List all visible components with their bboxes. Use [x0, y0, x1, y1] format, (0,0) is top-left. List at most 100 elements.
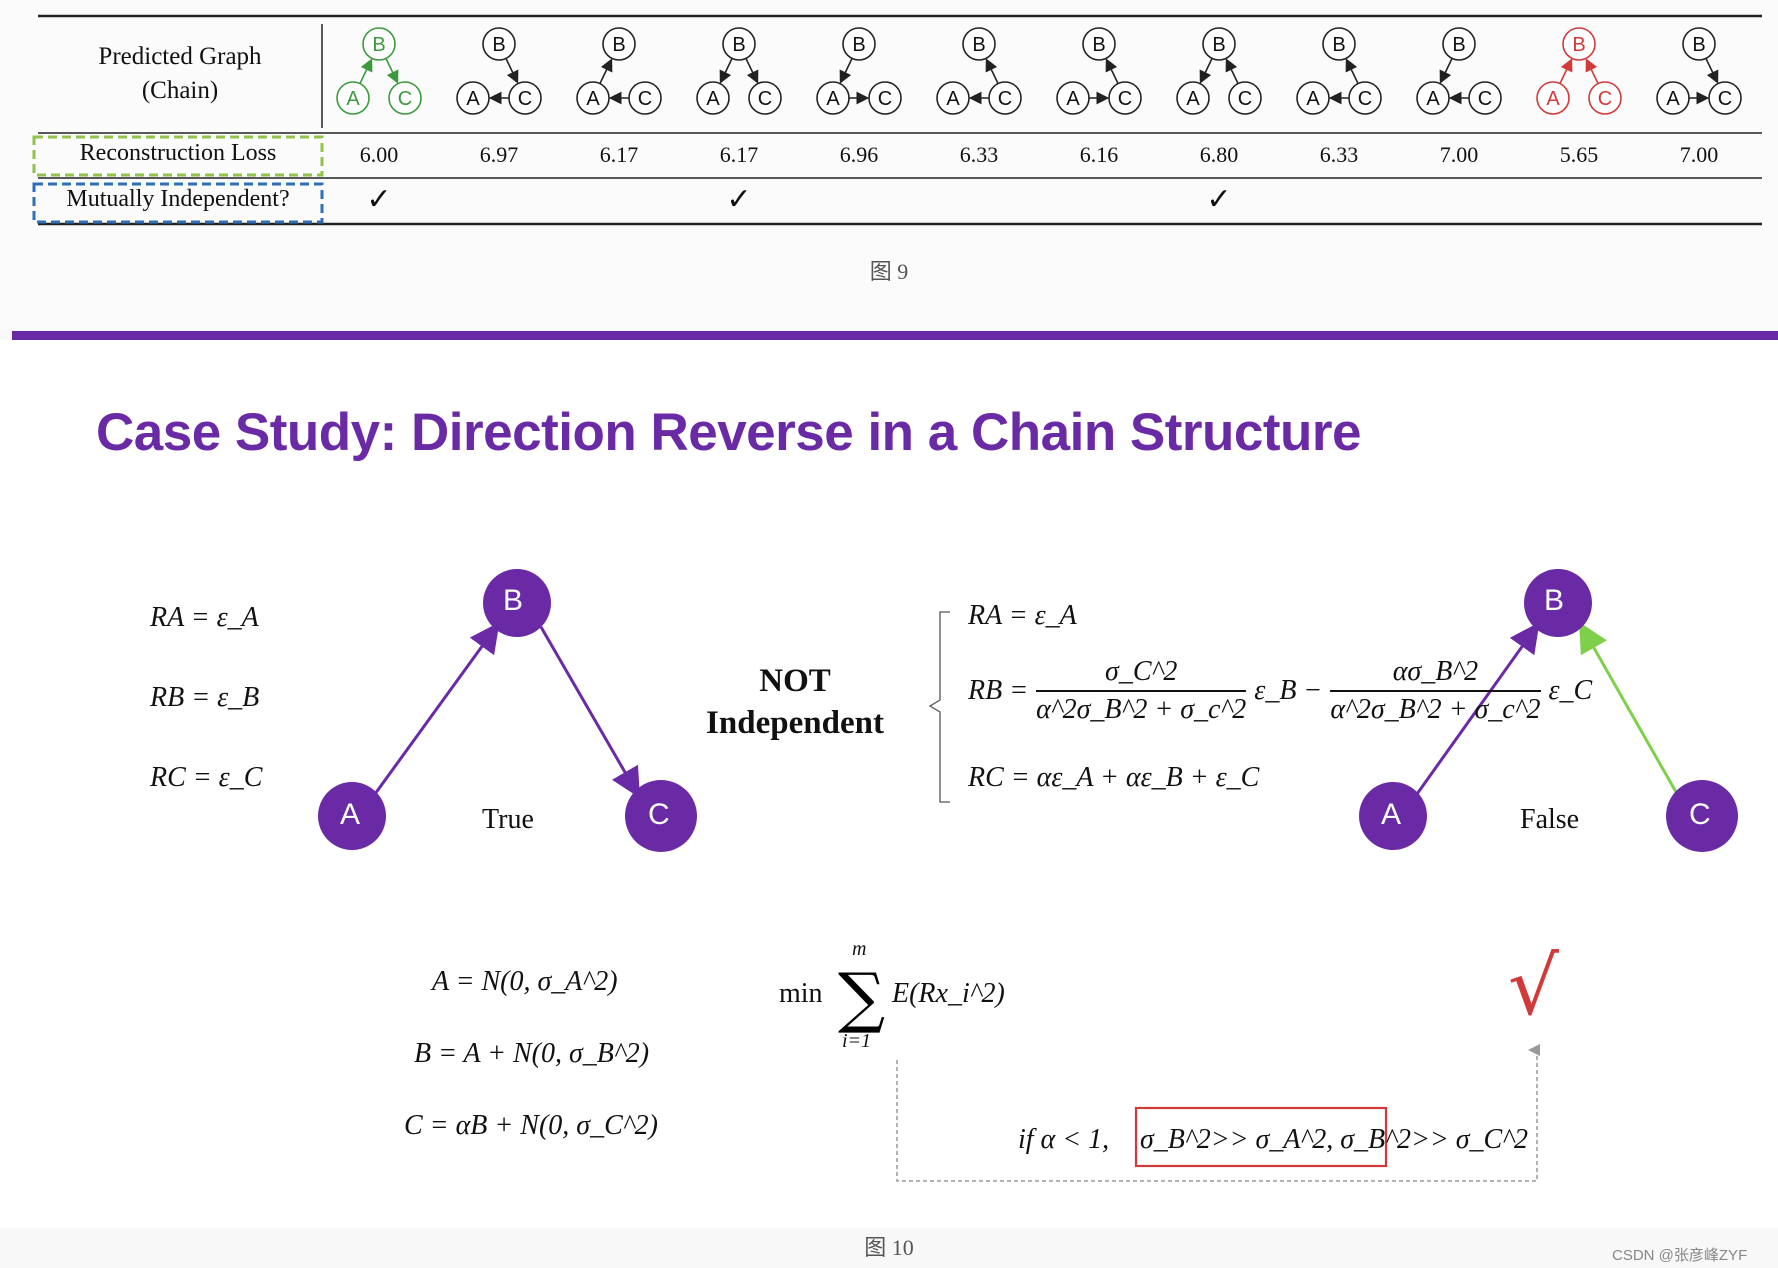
rb-fraction-2-numerator: ασ_B^2: [1330, 656, 1541, 692]
section-divider: [12, 331, 1778, 340]
mini-node-c: [388, 81, 422, 115]
generative-equation-b: B = A + N(0, σ_B^2): [414, 1038, 650, 1069]
loss-value: 6.16: [1079, 142, 1119, 167]
edge-c-to-b: [1225, 58, 1239, 84]
left-equation-rb: RB = ε_B: [150, 682, 260, 713]
indep-label-highlight: [32, 182, 324, 224]
mini-node-c-label: C: [878, 88, 892, 110]
not-independent-line2: Independent: [706, 705, 884, 741]
mini-node-c: [1228, 81, 1262, 115]
slide: [0, 340, 1778, 1228]
mini-node-c: [1708, 81, 1742, 115]
false-node-b: [1524, 569, 1592, 637]
true-node-a-label: A: [340, 798, 361, 831]
loss-value: 5.65: [1559, 142, 1599, 167]
mini-node-a: [1176, 81, 1210, 115]
true-edge-b-to-c: [539, 626, 641, 799]
mini-node-b-label: B: [1212, 34, 1225, 56]
mini-node-b-label: B: [852, 34, 865, 56]
mini-node-a: [1056, 81, 1090, 115]
mini-node-b-label: B: [1692, 34, 1705, 56]
edge-c-to-b: [1585, 58, 1599, 84]
left-equation-ra: RA = ε_A: [150, 602, 259, 633]
mini-node-c-label: C: [398, 88, 412, 110]
mini-node-a-label: A: [1066, 88, 1080, 110]
loss-value: 7.00: [1439, 142, 1479, 167]
mini-node-c: [1348, 81, 1382, 115]
mini-node-c: [628, 81, 662, 115]
objective-sum-top: m: [852, 938, 867, 960]
watermark: CSDN @张彦峰ZYF: [1612, 1247, 1748, 1264]
rb-fraction-2-denominator: α^2σ_B^2 + σ_c^2: [1330, 694, 1541, 725]
row-label-reconstruction-loss: Reconstruction Loss: [79, 140, 277, 166]
mini-node-c: [1108, 81, 1142, 115]
false-node-a: [1359, 782, 1427, 850]
false-graph-label: False: [1520, 804, 1580, 835]
mini-node-c-label: C: [638, 88, 652, 110]
edge-c-to-b: [1105, 58, 1119, 84]
mini-node-b: [842, 27, 876, 61]
loss-value: 6.17: [599, 142, 639, 167]
mini-node-b: [962, 27, 996, 61]
mini-node-b: [722, 27, 756, 61]
not-independent-label: NOT Independent: [690, 660, 900, 744]
mini-node-b: [1202, 27, 1236, 61]
objective-sum-bottom: i=1: [842, 1030, 872, 1052]
condition-highlight-box: [1134, 1106, 1388, 1168]
independent-check: ✓: [726, 183, 752, 216]
slide-title: Case Study: Direction Reverse in a Chain…: [96, 403, 1362, 462]
header-label-line1: Predicted Graph: [98, 43, 262, 70]
rb-fraction-1-numerator: σ_C^2: [1036, 656, 1247, 692]
mini-node-a-label: A: [1186, 88, 1200, 110]
mini-node-b-label: B: [492, 34, 505, 56]
rb-middle: ε_B −: [1254, 675, 1323, 706]
edge-b-to-c: [1705, 58, 1719, 84]
sum-sigma: ∑: [838, 959, 885, 1036]
mini-node-b: [362, 27, 396, 61]
false-node-b-label: B: [1544, 584, 1565, 617]
header-label: Predicted Graph (Chain): [60, 40, 300, 108]
mini-node-b: [482, 27, 516, 61]
predicted-graph-8: B A C: [1176, 27, 1262, 115]
mini-node-b-label: B: [1452, 34, 1465, 56]
mini-node-a: [1656, 81, 1690, 115]
true-node-b-label: B: [503, 584, 524, 617]
independent-check: ✓: [1206, 183, 1232, 216]
mini-node-a: [456, 81, 490, 115]
left-equation-rc: RC = ε_C: [150, 762, 263, 793]
mini-node-c-label: C: [1358, 88, 1372, 110]
mini-node-b-label: B: [612, 34, 625, 56]
loss-label-highlight: [32, 135, 324, 177]
mini-node-c-label: C: [518, 88, 532, 110]
equation-brace: [928, 611, 950, 803]
mini-node-c: [988, 81, 1022, 115]
mini-node-c-label: C: [998, 88, 1012, 110]
mini-node-c-label: C: [1718, 88, 1732, 110]
edge-b-to-a: [1439, 58, 1453, 84]
header-label-line2: (Chain): [141, 77, 219, 104]
mini-node-a-label: A: [706, 88, 720, 110]
false-node-c-label: C: [1689, 798, 1711, 831]
mini-node-a: [1416, 81, 1450, 115]
not-independent-line1: NOT: [759, 663, 831, 699]
mini-node-c: [1588, 81, 1622, 115]
true-node-b: [483, 569, 551, 637]
right-equation-rb: RB = σ_C^2 α^2σ_B^2 + σ_c^2 ε_B − ασ_B^2…: [968, 656, 1592, 726]
mini-node-c-label: C: [1238, 88, 1252, 110]
mini-node-b-label: B: [732, 34, 745, 56]
mini-node-b: [602, 27, 636, 61]
figure-9-caption: 图 9: [869, 259, 909, 284]
mini-node-a-label: A: [1546, 88, 1560, 110]
true-node-a: [318, 782, 386, 850]
